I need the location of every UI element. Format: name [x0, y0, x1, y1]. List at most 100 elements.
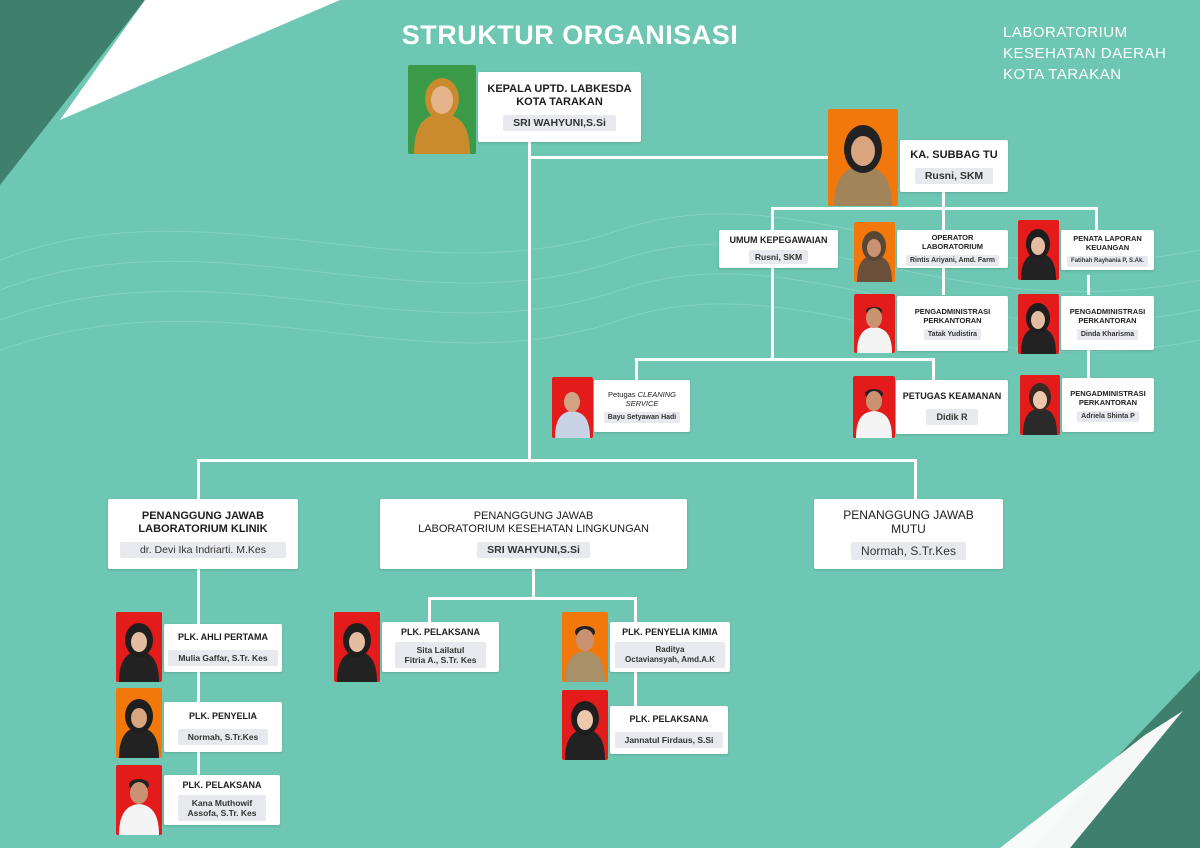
- pelaksana-kimia-name: Jannatul Firdaus, S.Si: [614, 731, 724, 748]
- lab-name: LABORATORIUM KESEHATAN DAERAH KOTA TARAK…: [1003, 22, 1166, 85]
- connector-line: [197, 459, 200, 499]
- lab-name-line-1: LABORATORIUM: [1003, 24, 1128, 41]
- keamanan-box: PETUGAS KEAMANAN Didik R: [896, 380, 1008, 434]
- umum-role: UMUM KEPEGAWAIAN: [729, 234, 828, 245]
- pelaksana-kesling-photo: [334, 612, 380, 682]
- pj-kesling-name: SRI WAHYUNI,S.Si: [477, 542, 590, 558]
- cleaning-photo: [552, 377, 593, 438]
- page-title: STRUKTUR ORGANISASI: [401, 20, 739, 50]
- person-portrait-icon: [116, 765, 162, 835]
- connector-line: [528, 156, 828, 159]
- penyelia-box: PLK. PENYELIA Normah, S.Tr.Kes: [164, 702, 282, 752]
- connector-line: [428, 597, 431, 623]
- penyelia-name: Normah, S.Tr.Kes: [177, 728, 269, 745]
- operator-role: OPERATOR LABORATORIUM: [922, 232, 983, 251]
- person-portrait-icon: [1020, 375, 1060, 435]
- penyelia-kimia-role: PLK. PENYELIA KIMIA: [622, 627, 718, 637]
- admin2-photo: [1018, 294, 1059, 354]
- person-portrait-icon: [408, 65, 476, 154]
- pelaksana-kimia-box: PLK. PELAKSANA Jannatul Firdaus, S.Si: [610, 706, 728, 754]
- connector-line: [635, 358, 638, 380]
- penata-photo: [1018, 220, 1059, 280]
- pelaksana-kimia-photo: [562, 690, 608, 760]
- penyelia-photo: [116, 688, 162, 758]
- subbag-photo: [828, 109, 898, 206]
- pelaksana-kimia-role: PLK. PELAKSANA: [629, 713, 709, 724]
- connector-line: [1087, 350, 1090, 378]
- keamanan-name: Didik R: [926, 408, 978, 425]
- admin1-name: Tatak Yudistira: [923, 329, 982, 340]
- ahli-photo: [116, 612, 162, 682]
- subbag-name: Rusni, SKM: [914, 167, 994, 184]
- connector-line: [197, 569, 200, 781]
- lab-name-line-3: KOTA TARAKAN: [1003, 66, 1122, 83]
- connector-line: [532, 569, 535, 599]
- ahli-name: Mulia Gaffar, S.Tr. Kes: [168, 649, 278, 666]
- penyelia-kimia-photo: [562, 612, 608, 682]
- person-portrait-icon: [854, 294, 895, 353]
- person-portrait-icon: [562, 612, 608, 682]
- cleaning-name: Bayu Setyawan Hadi: [603, 411, 681, 423]
- admin1-photo: [854, 294, 895, 353]
- connector-line: [942, 268, 945, 295]
- keamanan-photo: [853, 376, 895, 438]
- subbag-role: KA. SUBBAG TU: [910, 148, 998, 161]
- person-portrait-icon: [562, 690, 608, 760]
- umum-name: Rusni, SKM: [748, 249, 809, 264]
- person-portrait-icon: [828, 109, 898, 206]
- person-portrait-icon: [1018, 294, 1059, 354]
- connector-line: [932, 358, 935, 380]
- connector-line: [197, 459, 917, 462]
- subbag-box: KA. SUBBAG TU Rusni, SKM: [900, 140, 1008, 192]
- person-portrait-icon: [853, 376, 895, 438]
- connector-line: [942, 207, 945, 230]
- person-portrait-icon: [854, 222, 895, 282]
- person-portrait-icon: [116, 688, 162, 758]
- person-portrait-icon: [334, 612, 380, 682]
- lab-name-line-2: KESEHATAN DAERAH: [1003, 45, 1167, 62]
- connector-line: [528, 142, 531, 462]
- person-portrait-icon: [552, 377, 593, 438]
- connector-line: [771, 207, 1098, 210]
- pelaksana-klinik-photo: [116, 765, 162, 835]
- pelaksana-klinik-role: PLK. PELAKSANA: [182, 780, 262, 790]
- connector-line: [771, 207, 774, 230]
- penyelia-role: PLK. PENYELIA: [188, 710, 257, 721]
- ahli-role: PLK. AHLI PERTAMA: [178, 631, 268, 642]
- head-name: SRI WAHYUNI,S.Si: [503, 115, 616, 131]
- pj-mutu-name: Normah, S.Tr.Kes: [851, 542, 966, 560]
- person-portrait-icon: [1018, 220, 1059, 280]
- ahli-box: PLK. AHLI PERTAMA Mulia Gaffar, S.Tr. Ke…: [164, 624, 282, 672]
- pelaksana-kesling-role: PLK. PELAKSANA: [400, 627, 480, 637]
- connector-line: [942, 192, 945, 210]
- admin2-name: Dinda Kharisma: [1076, 328, 1139, 340]
- connector-line: [771, 268, 774, 360]
- connector-line: [428, 597, 637, 600]
- keamanan-role: PETUGAS KEAMANAN: [902, 390, 1002, 401]
- admin3-photo: [1020, 375, 1060, 435]
- operator-box: OPERATOR LABORATORIUM Rintis Ariyani, Am…: [897, 230, 1008, 268]
